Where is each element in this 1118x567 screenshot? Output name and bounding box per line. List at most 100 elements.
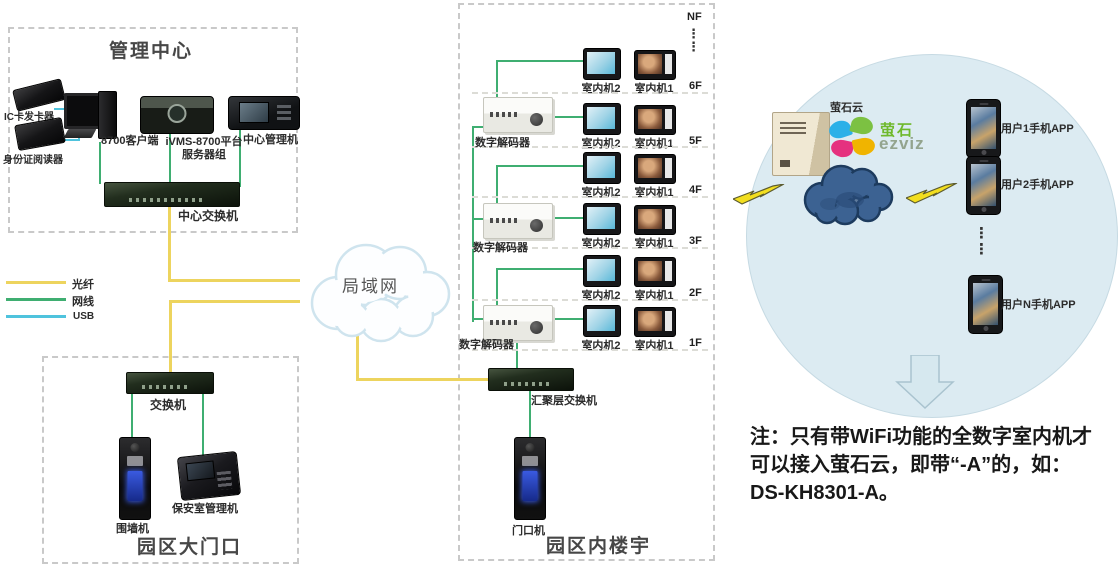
security-station-label: 保安室管理机 xyxy=(172,503,238,515)
wall-station-device xyxy=(119,437,151,520)
user2-phone-label: 用户2手机APP xyxy=(1001,179,1074,191)
floor-separator xyxy=(472,196,708,198)
decoder-label: 数字解码器 xyxy=(475,137,530,149)
gate-switch-label: 交换机 xyxy=(150,398,187,412)
user1-phone-label: 用户1手机APP xyxy=(1001,123,1074,135)
decoder-ports xyxy=(490,112,518,117)
server-logo-icon xyxy=(167,104,187,123)
client-pc-keyboard xyxy=(63,129,97,138)
net-line xyxy=(550,318,584,320)
net-line xyxy=(239,127,241,187)
floor-label: 6F xyxy=(689,80,702,92)
unit1-screen xyxy=(638,311,662,331)
ezviz-logo-cn: 萤石 xyxy=(880,122,915,139)
gate-title: 园区大门口 xyxy=(137,537,243,558)
building-box xyxy=(458,3,715,561)
indoor-unit2-device xyxy=(583,152,621,184)
unit1-sidebar xyxy=(665,109,672,129)
decoder-ports xyxy=(490,218,518,223)
keypad-icon xyxy=(522,471,538,501)
unit1-sidebar xyxy=(665,311,672,331)
ezviz-cloud-label: 萤石云 xyxy=(830,102,863,114)
phone-screen xyxy=(973,283,998,325)
net-line xyxy=(496,60,584,62)
door-station-label: 门口机 xyxy=(512,525,545,537)
floor-separator xyxy=(472,299,708,301)
decoder-label: 数字解码器 xyxy=(473,242,528,254)
fiber-line xyxy=(168,204,171,282)
unit2-screen xyxy=(587,52,615,74)
userN-phone-device xyxy=(968,275,1003,334)
fiber-line xyxy=(169,300,172,374)
unit1-sidebar xyxy=(665,54,672,74)
ezviz-logo-icon xyxy=(826,114,877,160)
internet-cloud-icon xyxy=(803,164,894,226)
lightning-icon xyxy=(906,183,958,204)
lan-label: 局域网 xyxy=(342,277,399,296)
speaker-icon xyxy=(127,456,143,466)
net-line xyxy=(202,390,204,456)
management-center-box xyxy=(8,27,298,233)
security-station-device xyxy=(176,450,242,502)
client-label: 8700客户端 xyxy=(101,135,159,147)
floor-separator xyxy=(472,92,708,94)
net-line xyxy=(472,126,474,322)
indoor-unit1-device xyxy=(634,205,676,235)
net-line xyxy=(496,60,498,98)
note-line-3: DS-KH8301-A。 xyxy=(750,482,899,504)
legend-usb-line xyxy=(6,315,66,318)
camera-icon xyxy=(130,443,140,452)
unit2-screen xyxy=(587,107,615,129)
server-label-line1: iVMS-8700平台 xyxy=(165,136,243,148)
decoder-knob xyxy=(530,219,543,232)
center-switch-device xyxy=(104,182,240,207)
indoor-unit1-device xyxy=(634,307,676,337)
gate-switch-device xyxy=(126,372,214,394)
keypad-icon xyxy=(127,471,143,501)
fiber-line xyxy=(356,332,359,381)
floor-label: 3F xyxy=(689,235,702,247)
lan-cloud-icon xyxy=(310,243,451,343)
decoder-knob xyxy=(530,321,543,334)
net-line xyxy=(529,389,531,438)
aggregation-switch-device xyxy=(488,368,574,391)
usb-line xyxy=(62,139,80,141)
decoder-label: 数字解码器 xyxy=(459,339,514,351)
digital-decoder-device xyxy=(483,305,553,341)
mgmt-screen xyxy=(239,102,269,123)
security-keys xyxy=(216,470,233,491)
indoor-unit1-device xyxy=(634,105,676,135)
indoor-unit2-device xyxy=(583,203,621,235)
indoor-unit1-device xyxy=(634,154,676,184)
user2-phone-device xyxy=(966,156,1001,215)
unit2-screen xyxy=(587,309,615,331)
net-line xyxy=(550,217,584,219)
server-badge xyxy=(780,160,790,167)
unit1-screen xyxy=(638,54,662,74)
unit1-screen xyxy=(638,209,662,229)
fiber-line xyxy=(169,300,300,303)
fiber-line xyxy=(356,378,490,381)
security-screen xyxy=(185,460,216,482)
floor-separator xyxy=(472,349,708,351)
phone-screen xyxy=(971,164,996,206)
center-switch-label: 中心交换机 xyxy=(178,209,239,223)
unit1-label: 室内机1 xyxy=(634,138,674,150)
legend-net-line xyxy=(6,298,66,301)
indoor-unit2-device xyxy=(583,103,621,135)
client-pc-tower xyxy=(98,91,117,139)
decoder-knob xyxy=(530,113,543,126)
digital-decoder-device xyxy=(483,97,553,133)
floor-label: 2F xyxy=(689,287,702,299)
unit2-screen xyxy=(587,207,615,229)
phone-screen xyxy=(971,107,996,149)
legend-net-label: 网线 xyxy=(72,296,94,308)
unit1-sidebar xyxy=(665,261,672,281)
lightning-icon xyxy=(733,184,785,205)
unit2-label: 室内机2 xyxy=(581,138,621,150)
net-line xyxy=(169,130,171,184)
net-line xyxy=(472,126,484,128)
indoor-unit2-device xyxy=(583,48,621,80)
floor-label-nf: NF xyxy=(687,11,702,23)
